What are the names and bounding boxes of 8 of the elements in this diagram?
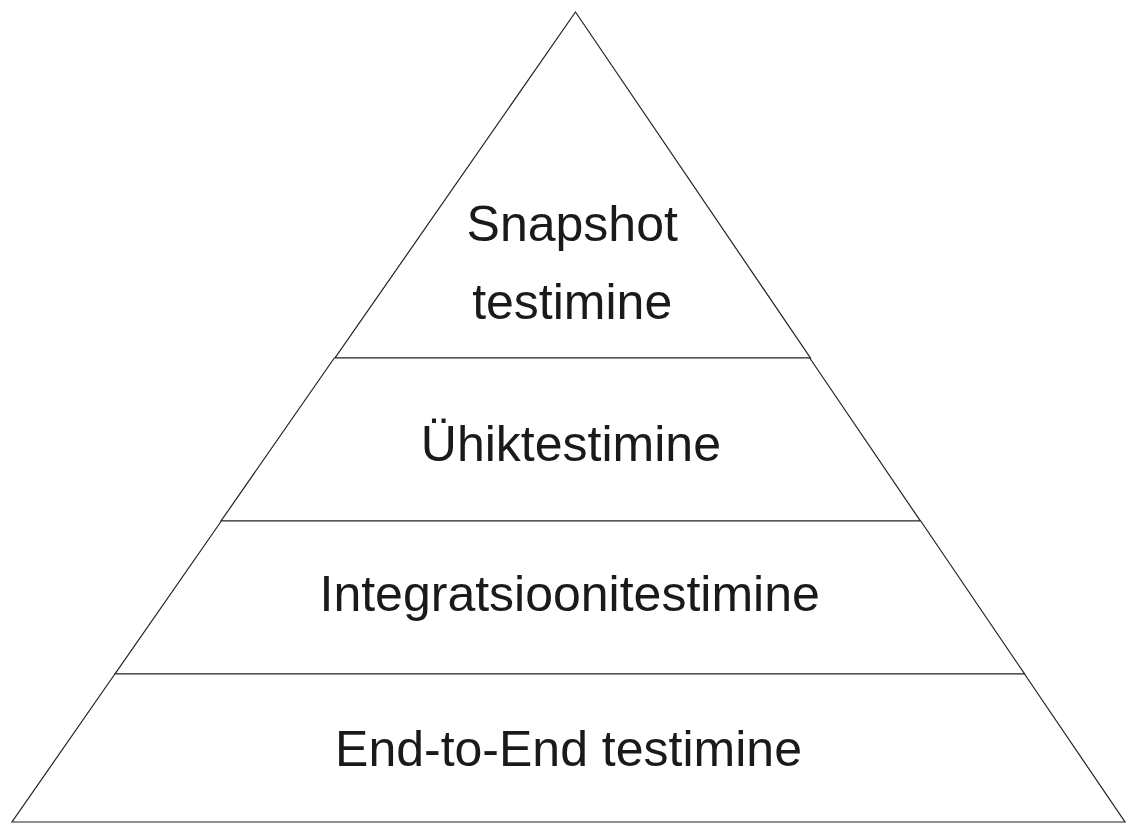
- tier-label: Snapshot testimine: [465, 195, 679, 332]
- pyramid-tier: [334, 12, 810, 358]
- pyramid-tier: [12, 674, 1125, 822]
- pyramid-tier: [114, 521, 1025, 674]
- tier-label: Integratsioonitestimine: [318, 565, 821, 624]
- tier-label: End-to-End testimine: [334, 720, 803, 779]
- tier-label: Ühiktestimine: [419, 415, 722, 474]
- pyramid-tier: [221, 358, 921, 521]
